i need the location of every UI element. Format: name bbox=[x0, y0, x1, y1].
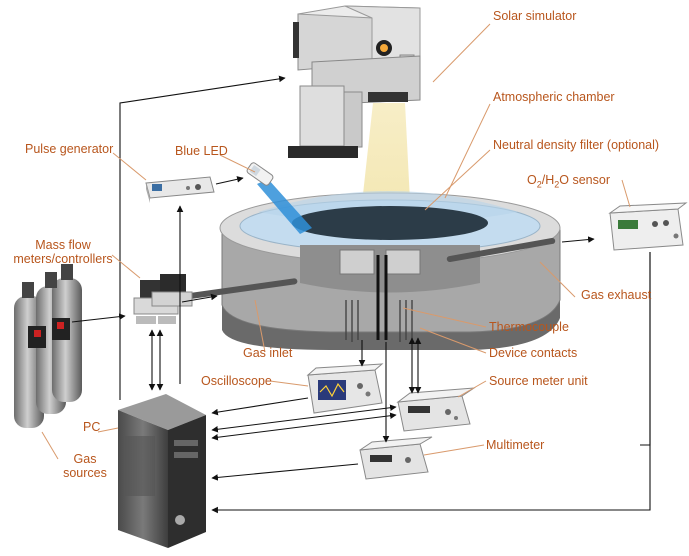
mass-flow-controller-icon bbox=[133, 274, 193, 324]
label-neutral-density-filter: Neutral density filter (optional) bbox=[493, 138, 660, 152]
label-thermocouple: Thermocouple bbox=[489, 320, 569, 334]
label-gas-inlet: Gas inlet bbox=[243, 346, 293, 360]
arrow-pulse-to-led bbox=[215, 176, 244, 185]
label-multimeter: Multimeter bbox=[486, 438, 545, 452]
arrow-sensor-to-pc-b bbox=[211, 252, 651, 514]
solar-simulator-icon bbox=[288, 5, 421, 158]
label-pulse-generator: Pulse generator bbox=[25, 142, 114, 156]
arrow-mfc-to-inlet bbox=[181, 293, 218, 303]
label-oscilloscope: Oscilloscope bbox=[201, 374, 272, 388]
arrow-osc-to-pc bbox=[211, 397, 309, 416]
pulse-generator-icon bbox=[145, 176, 215, 203]
label-source-meter-unit: Source meter unit bbox=[489, 374, 588, 388]
source-meter-icon bbox=[396, 387, 476, 432]
blue-led-icon bbox=[246, 162, 274, 186]
oscilloscope-icon bbox=[306, 363, 384, 414]
arrow-gas-to-mfc bbox=[71, 313, 126, 323]
arrow-exhaust-to-sensor bbox=[561, 236, 595, 243]
label-pc: PC bbox=[83, 420, 101, 434]
pc-tower-icon bbox=[118, 394, 206, 548]
led-beam bbox=[257, 179, 312, 234]
label-mass-flow: Mass flow meters/controllers bbox=[13, 238, 113, 267]
callout-lines bbox=[41, 23, 631, 460]
label-atmospheric-chamber: Atmospheric chamber bbox=[493, 90, 615, 104]
arrow-mm-to-pc bbox=[211, 463, 359, 481]
arrow-pc-to-smu-b bbox=[211, 412, 397, 441]
label-gas-exhaust: Gas exhaust bbox=[581, 288, 652, 302]
atmospheric-chamber-icon bbox=[168, 191, 561, 350]
label-gas-sources: Gas sources bbox=[63, 452, 107, 481]
multimeter-icon bbox=[359, 436, 433, 480]
arrow-sensor-to-pc bbox=[640, 252, 651, 446]
connection-arrows bbox=[71, 75, 651, 514]
arrow-pc-to-solar bbox=[119, 75, 286, 400]
label-o2-h2o-sensor: O2/H2O sensor bbox=[527, 173, 610, 190]
label-solar-simulator: Solar simulator bbox=[493, 9, 577, 23]
label-device-contacts: Device contacts bbox=[489, 346, 578, 360]
o2-h2o-sensor-icon bbox=[608, 202, 688, 251]
label-blue-led: Blue LED bbox=[175, 144, 228, 158]
gas-cylinder-icon bbox=[14, 264, 82, 428]
